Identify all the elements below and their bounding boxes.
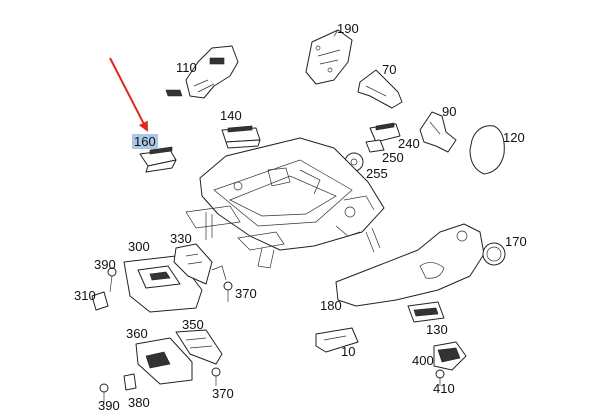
part-110-shape bbox=[165, 45, 239, 99]
label-90: 90 bbox=[442, 104, 457, 119]
label-370-lower: 370 bbox=[212, 386, 234, 401]
label-190: 190 bbox=[337, 21, 359, 36]
part-10-shape bbox=[315, 327, 359, 353]
label-130: 130 bbox=[426, 322, 448, 337]
label-310: 310 bbox=[74, 288, 96, 303]
label-390-lower: 390 bbox=[98, 398, 120, 413]
part-70-shape bbox=[357, 69, 403, 109]
label-120: 120 bbox=[503, 130, 525, 145]
label-255: 255 bbox=[366, 166, 388, 181]
label-110: 110 bbox=[176, 60, 197, 75]
label-370-upper: 370 bbox=[235, 286, 257, 301]
part-240-shape bbox=[369, 122, 401, 143]
label-410: 410 bbox=[433, 381, 455, 396]
part-370b-shape bbox=[211, 367, 221, 386]
part-190-shape bbox=[305, 29, 353, 85]
part-140-shape bbox=[221, 125, 261, 149]
part-400-shape bbox=[433, 341, 467, 371]
label-360: 360 bbox=[126, 326, 148, 341]
label-380: 380 bbox=[128, 395, 150, 410]
part-170-shape bbox=[482, 242, 506, 266]
part-250-shape bbox=[365, 139, 385, 153]
seat-frame-shape bbox=[185, 137, 385, 269]
part-380-shape bbox=[123, 373, 137, 391]
label-180: 180 bbox=[320, 298, 342, 313]
label-400: 400 bbox=[412, 353, 434, 368]
part-90-shape bbox=[419, 111, 457, 153]
pointer-arrow bbox=[109, 57, 148, 132]
label-240: 240 bbox=[398, 136, 420, 151]
part-160-shape bbox=[139, 146, 177, 173]
label-170: 170 bbox=[505, 234, 527, 249]
label-330: 330 bbox=[170, 231, 192, 246]
label-160-highlighted: 160 bbox=[132, 134, 158, 149]
part-130-shape bbox=[407, 301, 445, 323]
label-10: 10 bbox=[341, 344, 356, 359]
part-370a-shape bbox=[223, 281, 233, 302]
label-350: 350 bbox=[182, 317, 204, 332]
label-70: 70 bbox=[382, 62, 397, 77]
label-300: 300 bbox=[128, 239, 150, 254]
label-390-upper: 390 bbox=[94, 257, 116, 272]
part-120-shape bbox=[469, 125, 505, 175]
label-140: 140 bbox=[220, 108, 242, 123]
label-250: 250 bbox=[382, 150, 404, 165]
part-360-shape bbox=[135, 337, 193, 385]
part-350-shape bbox=[175, 329, 223, 365]
part-390a-shape bbox=[107, 267, 117, 293]
part-390b-shape bbox=[99, 383, 109, 402]
part-330-shape bbox=[173, 243, 227, 285]
part-310-shape bbox=[91, 291, 109, 311]
part-410-shape bbox=[435, 369, 445, 386]
part-180-shape bbox=[335, 223, 485, 307]
